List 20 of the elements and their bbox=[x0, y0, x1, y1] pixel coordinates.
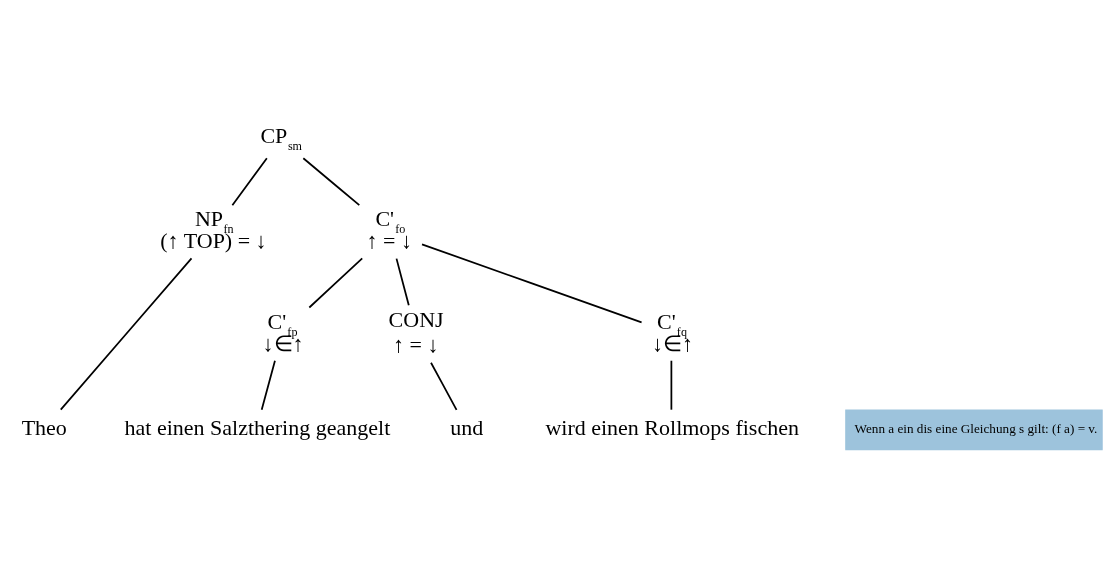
node-text: und bbox=[450, 414, 484, 440]
connector bbox=[260, 359, 276, 411]
node-text: C'$_{fq}$ ↓∈↑ bbox=[652, 308, 694, 356]
label: Wenn a ein dis eine Gleichung s gilt: (f a) = v. bbox=[854, 420, 1098, 436]
connector bbox=[308, 257, 364, 308]
connector bbox=[421, 242, 643, 323]
node-text: wird einen Rollmops fischen bbox=[545, 414, 799, 440]
connector bbox=[59, 257, 193, 410]
node-text: CP$_{sm}$ bbox=[260, 122, 303, 153]
connector bbox=[395, 257, 410, 306]
connector bbox=[302, 156, 361, 206]
connector bbox=[231, 156, 268, 206]
node-text: CONJ ↑ = ↓ bbox=[388, 306, 444, 357]
connector bbox=[430, 361, 458, 411]
node-text: C'$_{fo}$ ↑ = ↓ bbox=[366, 205, 413, 253]
node-text: Theo bbox=[21, 414, 67, 440]
connector bbox=[670, 359, 673, 411]
node-text: NP$_{fn}$ (↑ TOP) = ↓ bbox=[160, 205, 267, 253]
node-text: hat einen Salzthering geangelt bbox=[124, 414, 391, 440]
node-text: C'$_{fp}$ ↓∈↑ bbox=[262, 308, 304, 356]
